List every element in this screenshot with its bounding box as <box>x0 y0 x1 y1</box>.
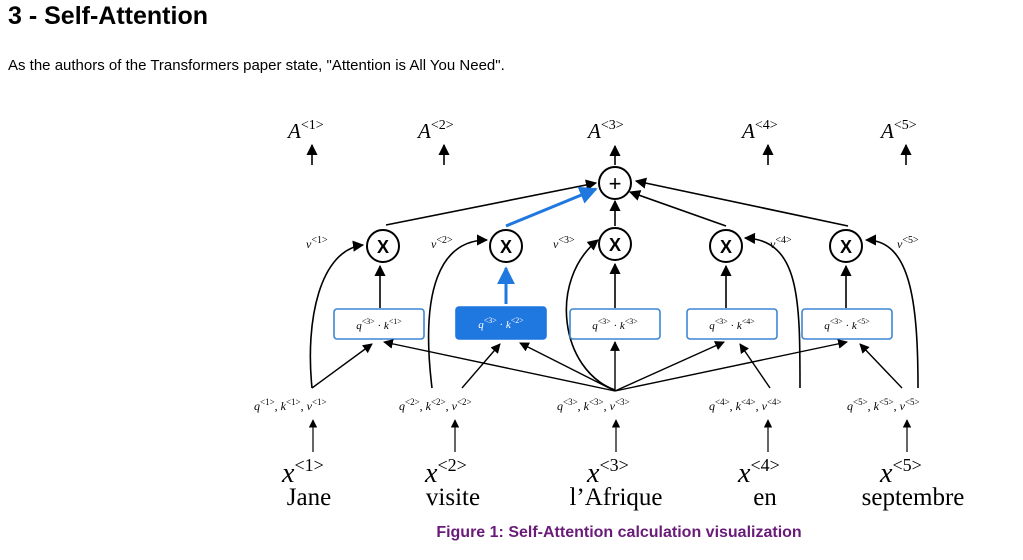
value-curves <box>309 232 919 391</box>
svg-text:X: X <box>840 237 852 257</box>
query-key-arrows <box>311 339 903 392</box>
word-jane: Jane <box>287 484 331 511</box>
sum-node: + <box>598 166 632 200</box>
output-label-4: A<4> <box>740 118 778 143</box>
page-heading: 3 - Self-Attention <box>8 2 208 30</box>
score-box-3: q<3> · k<3> <box>569 308 661 340</box>
input-label-1: x<1> <box>281 455 324 489</box>
svg-text:q<3> · k<5>: q<3> · k<5> <box>824 317 870 332</box>
svg-text:q<3> · k<2>: q<3> · k<2> <box>478 316 524 331</box>
multiply-node-5: X <box>829 229 863 263</box>
intro-text: As the authors of the Transformers paper… <box>8 57 505 74</box>
score-box-2-highlighted: q<3> · k<2> <box>455 306 547 340</box>
score-box-5: q<3> · k<5> <box>801 308 893 340</box>
score-box-4: q<3> · k<4> <box>686 308 778 340</box>
input-label-5: x<5> <box>879 455 922 489</box>
word-visite: visite <box>426 484 480 511</box>
input-label-4: x<4> <box>737 455 780 489</box>
score-arrows <box>374 262 852 308</box>
svg-text:q<3> · k<4>: q<3> · k<4> <box>709 317 755 332</box>
output-label-1: A<1> <box>286 118 324 143</box>
weighted-sum-arrows <box>385 177 849 227</box>
svg-text:X: X <box>720 237 732 257</box>
word-septembre: septembre <box>862 484 965 511</box>
qkv-label-4: q<4>, k<4>, v<4> <box>709 397 782 413</box>
embedding-arrows <box>308 419 912 452</box>
svg-text:q<3> · k<3>: q<3> · k<3> <box>592 317 638 332</box>
value-label-3: v<3> <box>553 235 575 251</box>
value-label-2: v<2> <box>431 235 453 251</box>
multiply-node-3: X <box>598 227 632 261</box>
multiply-node-1: X <box>366 229 400 263</box>
svg-text:q<3> · k<1>: q<3> · k<1> <box>356 317 402 332</box>
output-arrows <box>306 143 912 165</box>
value-label-4: v<4> <box>770 235 792 251</box>
qkv-label-5: q<5>, k<5>, v<5> <box>847 397 920 413</box>
input-label-2: x<2> <box>424 455 467 489</box>
svg-text:X: X <box>377 237 389 257</box>
qkv-label-2: q<2>, k<2>, v<2> <box>399 397 472 413</box>
svg-text:X: X <box>500 237 512 257</box>
score-box-1: q<3> · k<1> <box>333 308 425 340</box>
output-label-5: A<5> <box>879 118 917 143</box>
multiply-node-2: X <box>489 229 523 263</box>
word-en: en <box>753 484 777 511</box>
output-label-2: A<2> <box>416 118 454 143</box>
svg-text:X: X <box>609 235 621 255</box>
qkv-label-1: q<1>, k<1>, v<1> <box>254 397 327 413</box>
value-label-5: v<5> <box>897 235 919 251</box>
multiply-node-4: X <box>709 229 743 263</box>
input-label-3: x<3> <box>586 455 629 489</box>
word-lafrique: l’Afrique <box>569 484 662 511</box>
highlighted-sum-arrow <box>505 186 598 228</box>
qkv-label-3: q<3>, k<3>, v<3> <box>557 397 630 413</box>
figure-caption: Figure 1: Self-Attention calculation vis… <box>436 524 802 541</box>
svg-text:+: + <box>609 171 622 196</box>
output-label-3: A<3> <box>586 118 624 143</box>
value-label-1: v<1> <box>306 235 328 251</box>
